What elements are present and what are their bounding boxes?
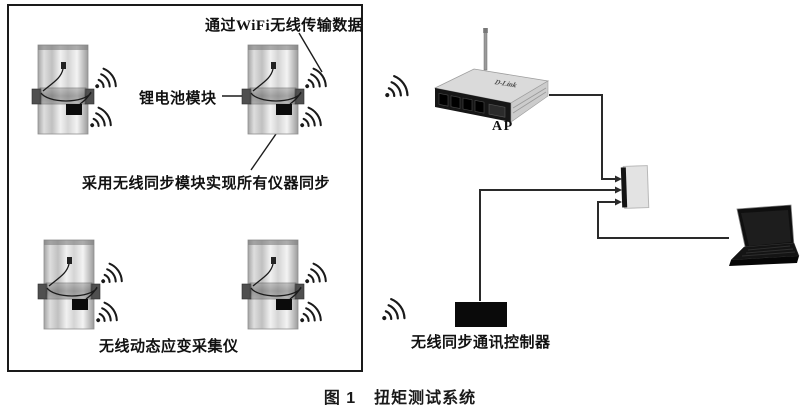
wifi-transfer-label: 通过WiFi无线传输数据 <box>205 18 364 34</box>
switch-port-strip <box>620 167 628 208</box>
sensor-unit-4 <box>240 237 340 337</box>
ap-ports <box>438 93 506 118</box>
figure-caption: 图 1 扭矩测试系统 <box>0 384 800 408</box>
laptop-base-front <box>729 256 799 266</box>
sensor-unit-3 <box>36 237 136 337</box>
leader-wifi-transfer <box>298 32 323 73</box>
ap-label: AP <box>492 119 514 134</box>
sensor-unit-1 <box>30 42 130 142</box>
ap-antenna-tip <box>483 28 488 33</box>
figure-number: 图 1 <box>323 390 357 407</box>
controller-box <box>455 302 507 327</box>
sensor-unit-2 <box>240 42 340 142</box>
cable-switch-to-laptop <box>597 201 729 239</box>
wifi-icon-ap-link <box>377 73 412 107</box>
ap-right-face <box>510 80 549 123</box>
laptop-device <box>729 204 800 266</box>
figure-title: 扭矩测试系统 <box>374 390 477 407</box>
cable-ap-to-switch <box>549 94 616 180</box>
wifi-icon-controller <box>374 296 409 330</box>
ap-brand-text: D-Link <box>493 79 520 90</box>
cable-arrowheads <box>615 175 622 206</box>
sync-module-label: 采用无线同步模块实现所有仪器同步 <box>82 176 331 192</box>
switch-device <box>620 165 650 209</box>
battery-module-label: 锂电池模块 <box>139 91 217 107</box>
cable-controller-to-switch <box>479 189 616 301</box>
strain-collector-label: 无线动态应变采集仪 <box>99 339 239 355</box>
ap-device: D-Link <box>433 28 550 123</box>
laptop-screen-inner <box>741 210 791 246</box>
controller-label: 无线同步通讯控制器 <box>411 335 551 351</box>
network-cables <box>479 94 729 301</box>
switch-body <box>622 165 650 209</box>
laptop-keyboard <box>741 245 796 257</box>
ap-vents <box>512 87 547 114</box>
ap-antenna-icon <box>483 29 488 71</box>
